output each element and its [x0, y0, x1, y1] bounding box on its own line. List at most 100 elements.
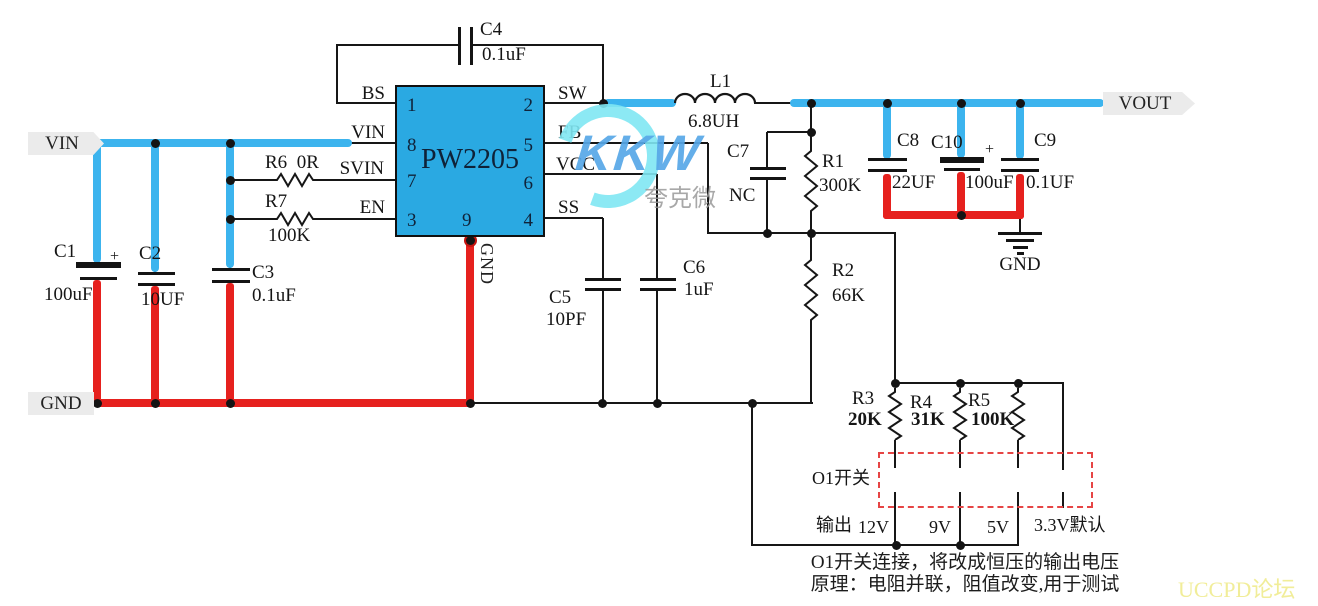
pin-label-en: EN: [359, 197, 385, 218]
port-vin-label: VIN: [45, 132, 79, 154]
label-c6-value: 1uF: [684, 279, 714, 300]
gnd-symbol-label: GND: [999, 254, 1041, 275]
resistor-r2-symbol: [803, 255, 819, 330]
cap-c3-plate: [212, 280, 250, 283]
junction-dot: [151, 139, 160, 148]
watermark-kkw: KKW: [573, 125, 705, 181]
label-c10-plus: +: [985, 141, 995, 158]
pin-label-sw: SW: [558, 83, 587, 104]
note-line-1: O1开关连接，将改成恒压的输出电压: [810, 552, 1120, 573]
label-r2-value: 66K: [832, 285, 865, 306]
switch-output-label: 输出: [816, 515, 852, 535]
wire-switch-top-rail: [894, 382, 1064, 384]
wire-c10-red: [957, 172, 965, 219]
cap-c1-plate: [80, 277, 117, 280]
label-r6-ref: R6: [265, 152, 288, 173]
label-c2-ref: C2: [139, 243, 162, 264]
cap-c7-plate: [750, 167, 786, 170]
cap-c3-plate: [212, 268, 250, 271]
wire-bs: [337, 102, 395, 104]
port-vout-tag: VOUT: [1103, 92, 1195, 115]
pin-label-ss: SS: [558, 197, 580, 218]
junction-dot: [599, 99, 608, 108]
pin-label-bs: BS: [361, 83, 385, 104]
cap-c1-plate-pos: [76, 262, 121, 268]
wire-gnd-to-bottom: [751, 403, 753, 545]
label-c1-value: 100uF: [44, 284, 93, 305]
label-r2-ref: R2: [832, 260, 855, 281]
resistor-r1-symbol: [803, 145, 819, 225]
watermark-kkw-cn: 夸克微: [644, 186, 716, 212]
port-vin-tag: VIN: [28, 132, 104, 155]
port-gnd-tag: GND: [28, 392, 94, 415]
label-r3-ref: R3: [852, 388, 875, 409]
pin-number-1: 1: [407, 95, 417, 116]
cap-c2-plate: [138, 272, 175, 275]
wire-fb-row: [707, 232, 896, 234]
switch-option-5v: 5V: [987, 517, 1009, 537]
label-c8-ref: C8: [897, 130, 920, 151]
pin-label-fb: FB: [558, 122, 582, 143]
pin-number-7: 7: [407, 171, 417, 192]
junction-dot: [807, 99, 816, 108]
wire-r4-stub: [959, 440, 961, 468]
wire-r7-left: [229, 218, 272, 220]
resistor-r3-symbol: [887, 388, 903, 440]
wire-c2-blue: [151, 140, 159, 272]
wire-c6-bottom: [656, 291, 658, 403]
resistor-r5-symbol: [1010, 388, 1026, 440]
cap-c9-plate: [1001, 169, 1039, 172]
wire-gnd-drop: [1019, 218, 1021, 234]
wire-vout-blue: [790, 99, 1104, 107]
wire-r6-left: [229, 179, 272, 181]
label-r5-ref: R5: [968, 390, 991, 411]
wire-sw-blue: [604, 99, 676, 107]
junction-dot: [226, 139, 235, 148]
pin-number-8: 8: [407, 135, 417, 156]
junction-dot: [807, 128, 816, 137]
label-c8-value: 22UF: [892, 172, 936, 193]
junction-dot: [883, 99, 892, 108]
switch-option-12v: 12V: [858, 517, 889, 537]
wire-pin9-red: [466, 240, 474, 407]
label-r1-value: 300K: [819, 175, 862, 196]
resistor-r7-symbol: [272, 211, 317, 227]
label-c4-value: 0.1uF: [482, 44, 526, 65]
junction-dot: [957, 99, 966, 108]
label-l1-ref: L1: [710, 71, 732, 92]
wire-c6-top: [656, 174, 658, 278]
junction-dot: [892, 541, 901, 550]
wire-c8-red: [883, 174, 891, 219]
wire-c7-bottom: [766, 179, 768, 233]
wire-switch-bottom-rail: [751, 544, 1019, 546]
cap-c9-plate: [1001, 158, 1039, 161]
label-c7-ref: C7: [727, 141, 750, 162]
wire-col33-top: [1062, 383, 1064, 470]
cap-c8-plate: [868, 158, 907, 161]
junction-dot: [956, 541, 965, 550]
ic-body: PW2205 1 8 7 3 2 5 6 4 9: [395, 85, 545, 237]
wire-sw-down: [602, 44, 604, 104]
label-c9-ref: C9: [1034, 130, 1057, 151]
wire-c7-top: [766, 132, 768, 168]
label-c4-ref: C4: [480, 19, 503, 40]
switch-option-9v: 9V: [929, 517, 951, 537]
cap-c6-plate: [640, 288, 676, 291]
label-r3-value: 20K: [848, 409, 882, 430]
cap-c10-plate-pos: [940, 157, 984, 163]
watermark-forum: UCCPD论坛: [1178, 577, 1296, 602]
wire-c10-blue: [957, 101, 965, 158]
wire-c4-left: [337, 44, 458, 46]
wire-vin-blue: [92, 139, 352, 147]
wire-r2-bottom: [810, 329, 812, 404]
wire-ss: [545, 217, 603, 219]
ic-part-number: PW2205: [421, 144, 519, 175]
port-vout-label: VOUT: [1118, 92, 1172, 114]
pin-number-4: 4: [523, 210, 534, 231]
label-c5-value: 10PF: [546, 309, 587, 330]
junction-dot: [151, 399, 160, 408]
junction-dot: [226, 176, 235, 185]
label-r1-ref: R1: [822, 151, 845, 172]
wire-col33-bottom: [1062, 492, 1064, 508]
